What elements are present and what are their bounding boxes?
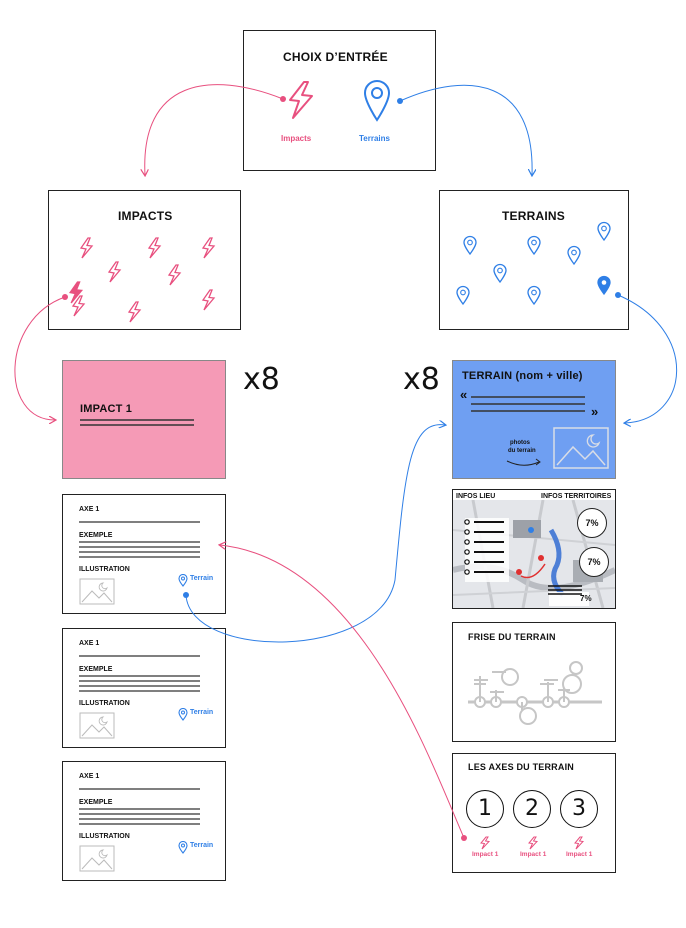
infos-pct-bubble-1: 7%	[577, 508, 607, 538]
axe-card-axe-label: AXE 1	[79, 506, 100, 513]
image-placeholder-icon	[79, 712, 115, 739]
infos-bullet-list	[464, 519, 504, 575]
lightning-icon[interactable]	[284, 80, 318, 120]
axe-card-axe-label: AXE 1	[79, 640, 100, 647]
axe-card-text-lines	[79, 788, 200, 825]
axe-card-illustration-label: ILLUSTRATION	[79, 833, 130, 840]
lightning-icon[interactable]	[71, 295, 86, 317]
terrain-card-quote-open: «	[460, 387, 468, 402]
axe-card-terrain-link[interactable]: Terrain	[190, 709, 214, 716]
bullet-dot	[464, 539, 470, 545]
axe-card-illustration-label: ILLUSTRATION	[79, 700, 130, 707]
bullet-dot	[464, 549, 470, 555]
terrain-card-text-lines	[471, 396, 585, 412]
map-pin-icon[interactable]	[463, 235, 477, 256]
map-pin-icon[interactable]	[493, 263, 507, 284]
entry-box	[243, 30, 436, 171]
axe-circle-3[interactable]: 3	[560, 790, 598, 828]
map-pin-icon[interactable]	[597, 221, 611, 242]
map-pin-icon[interactable]	[527, 285, 541, 306]
map-pin-icon[interactable]	[178, 841, 188, 854]
impacts-box	[48, 190, 241, 330]
terrain-card-photo-note-1: photos	[510, 440, 530, 446]
axe-circle-1[interactable]: 1	[466, 790, 504, 828]
terrain-card[interactable]	[452, 360, 616, 479]
lightning-icon[interactable]	[527, 836, 539, 850]
map-pin-icon-selected[interactable]	[597, 275, 611, 296]
multiplier-left: x8	[243, 362, 280, 397]
axe-impact-label[interactable]: Impact 1	[566, 851, 593, 858]
axe-card-text-lines	[79, 655, 200, 692]
bullet-dot	[464, 529, 470, 535]
axe-card-exemple-label: EXEMPLE	[79, 532, 113, 539]
entry-title: CHOIX D’ENTRÉE	[283, 50, 388, 64]
lightning-icon[interactable]	[201, 237, 216, 259]
infos-right-label: INFOS TERRITOIRES	[541, 493, 612, 500]
lightning-icon[interactable]	[107, 261, 122, 283]
lightning-icon[interactable]	[79, 237, 94, 259]
axe-card-text-lines	[79, 521, 200, 558]
lightning-icon[interactable]	[573, 836, 585, 850]
axe-circle-2[interactable]: 2	[513, 790, 551, 828]
axe-card-exemple-label: EXEMPLE	[79, 799, 113, 806]
lightning-icon[interactable]	[167, 264, 182, 286]
map-pin-icon[interactable]	[527, 235, 541, 256]
infos-pct-bubble-2: 7%	[579, 547, 609, 577]
image-placeholder-icon	[79, 578, 115, 605]
map-pin-icon[interactable]	[456, 285, 470, 306]
lightning-icon[interactable]	[479, 836, 491, 850]
axe-impact-label[interactable]: Impact 1	[472, 851, 499, 858]
lightning-icon-selected[interactable]	[68, 281, 84, 304]
axe-card-exemple-label: EXEMPLE	[79, 666, 113, 673]
timeline-illustration	[468, 661, 602, 725]
impact-card-title: IMPACT 1	[80, 403, 133, 415]
infos-bars	[548, 585, 582, 595]
axe-card-illustration-label: ILLUSTRATION	[79, 566, 130, 573]
lightning-icon[interactable]	[127, 301, 142, 323]
bullet-dot	[464, 569, 470, 575]
terrains-box	[439, 190, 629, 330]
lightning-icon[interactable]	[201, 289, 216, 311]
map-pin-icon[interactable]	[362, 78, 392, 122]
bullet-dot	[464, 519, 470, 525]
impacts-title: IMPACTS	[118, 209, 173, 223]
frise-title: FRISE DU TERRAIN	[468, 632, 556, 642]
infos-left-label: INFOS LIEU	[456, 493, 496, 500]
terrain-card-photo-note-2: du terrain	[508, 448, 536, 454]
multiplier-right: x8	[403, 362, 440, 397]
map-pin-icon[interactable]	[567, 245, 581, 266]
image-placeholder-icon	[79, 845, 115, 872]
terrain-pins-group	[456, 221, 611, 306]
map-pin-icon[interactable]	[178, 708, 188, 721]
impact-bolts-group	[68, 237, 216, 323]
axe-card-axe-label: AXE 1	[79, 773, 100, 780]
lightning-icon[interactable]	[147, 237, 162, 259]
entry-terrains-label[interactable]: Terrains	[359, 134, 390, 143]
axe-card-terrain-link[interactable]: Terrain	[190, 842, 214, 849]
terrains-title: TERRAINS	[502, 209, 565, 223]
entry-impacts-label[interactable]: Impacts	[281, 134, 312, 143]
infos-pct-3: 7%	[580, 594, 592, 603]
axe-impact-label[interactable]: Impact 1	[520, 851, 547, 858]
axes-terrain-title: LES AXES DU TERRAIN	[468, 762, 574, 772]
bullet-dot	[464, 559, 470, 565]
curved-arrow-icon	[506, 458, 541, 466]
axe-card-terrain-link[interactable]: Terrain	[190, 575, 214, 582]
terrain-card-title: TERRAIN (nom + ville)	[462, 370, 583, 382]
map-pin-icon[interactable]	[178, 574, 188, 587]
impact-card-text-lines	[80, 419, 194, 426]
terrain-card-quote-close: »	[591, 404, 599, 419]
image-placeholder-icon	[553, 427, 609, 469]
